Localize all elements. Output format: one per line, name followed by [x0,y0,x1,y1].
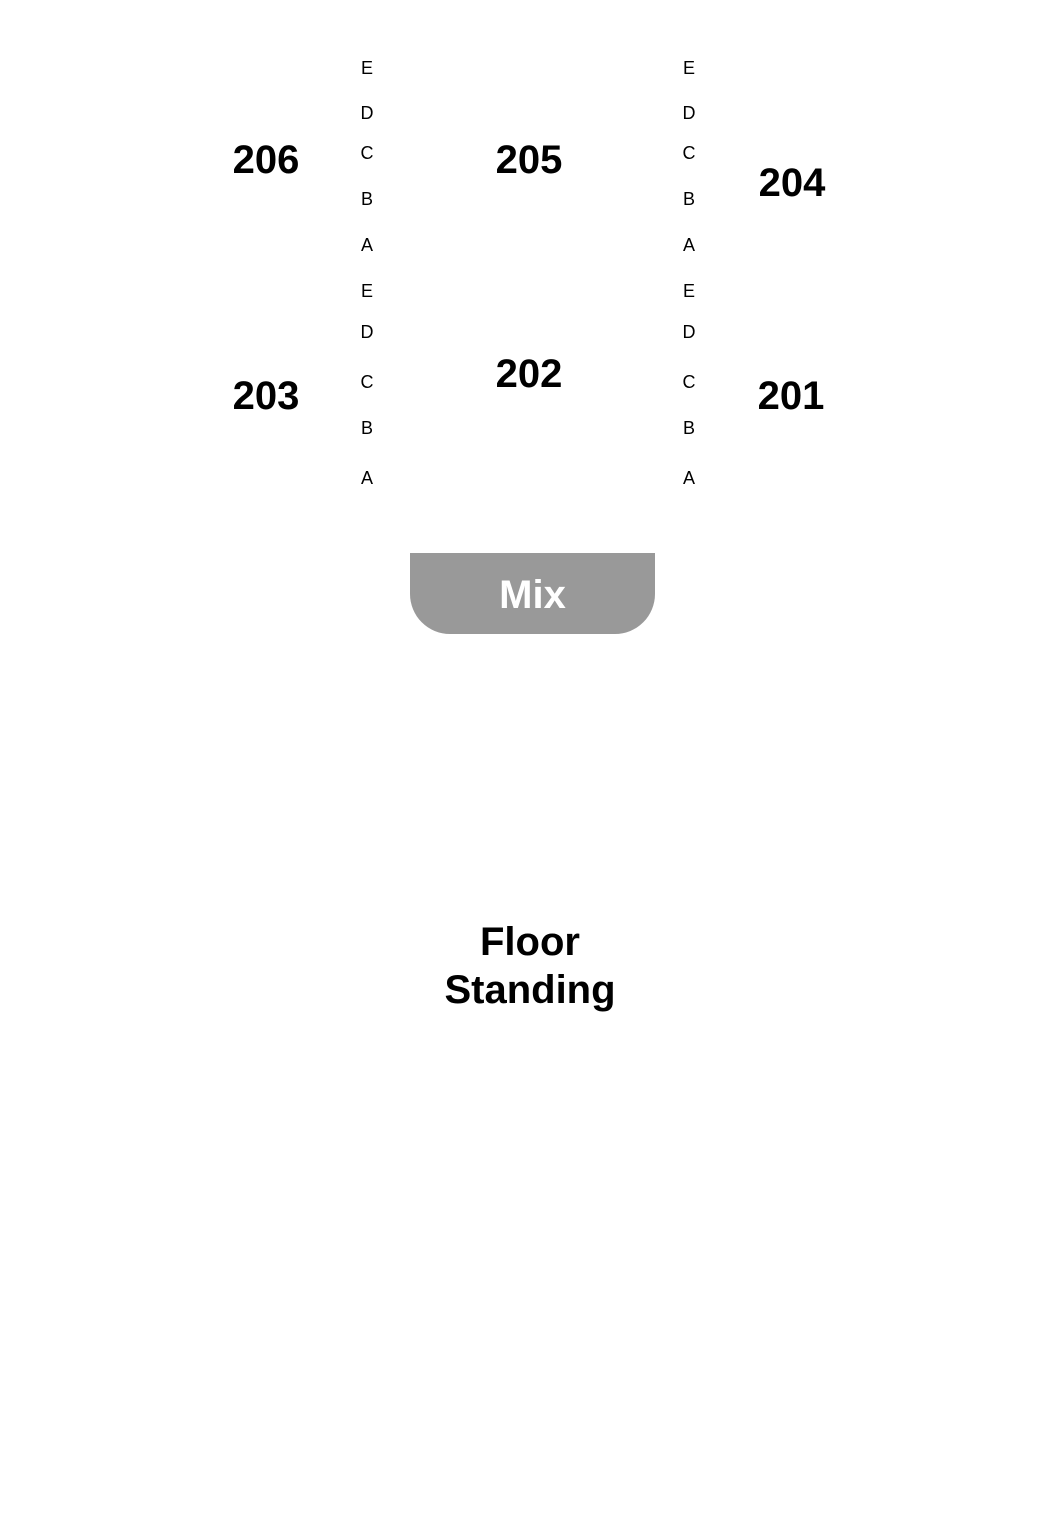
row-letter: C [360,143,374,163]
row-letter: B [682,189,695,209]
section-202[interactable]: 202 [495,352,563,396]
row-letter: D [360,322,374,342]
row-letter: A [360,235,373,255]
section-204[interactable]: 204 [758,161,826,205]
row-letter: E [360,281,373,301]
row-letter: B [682,418,695,438]
section-205[interactable]: 205 [495,138,563,182]
mix-label: Mix [499,572,566,617]
section-203[interactable]: 203 [232,374,300,418]
mix-booth: Mix [410,553,655,634]
row-letter: D [682,322,696,342]
row-letter: E [682,58,695,78]
row-letter: D [360,103,374,123]
row-letter: C [360,372,374,392]
section-206[interactable]: 206 [232,138,300,182]
row-letter: E [360,58,373,78]
row-letter: C [682,372,696,392]
section-201[interactable]: 201 [757,374,825,418]
standing-label: Standing [444,968,616,1012]
row-letter: A [682,235,695,255]
row-letter: D [682,103,696,123]
row-letter: B [360,418,373,438]
row-letter: A [682,468,695,488]
row-letter: B [360,189,373,209]
row-letter: C [682,143,696,163]
floor-label: Floor [480,920,580,964]
floor-standing-section[interactable]: Floor Standing [380,918,680,1014]
row-letter: A [360,468,373,488]
row-letter: E [682,281,695,301]
